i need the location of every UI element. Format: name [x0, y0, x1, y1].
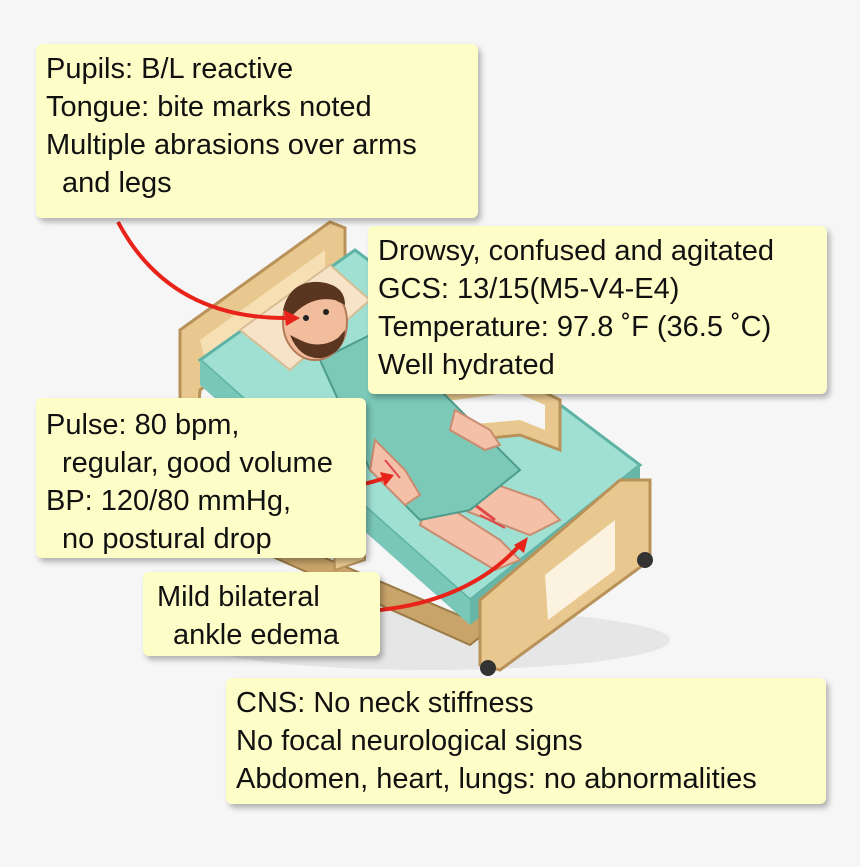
arrowhead-ankle — [514, 537, 528, 553]
mental-status-line: Drowsy, confused and agitated — [378, 235, 775, 267]
abrasions-line: Multiple abrasions over arms — [46, 129, 417, 161]
bp-line: BP: 120/80 mmHg, — [46, 485, 291, 517]
edema-line: Mild bilateral — [157, 581, 320, 613]
edema-line-cont: ankle edema — [173, 619, 340, 651]
systems-line: Abdomen, heart, lungs: no abnormalities — [236, 763, 757, 795]
cns-line: CNS: No neck stiffness — [236, 687, 534, 719]
abrasions-line-cont: and legs — [62, 167, 172, 199]
callout-ankle-edema: Mild bilateral ankle edema — [143, 572, 380, 656]
callout-cns: CNS: No neck stiffness No focal neurolog… — [226, 678, 826, 804]
callout-mental-status: Drowsy, confused and agitated GCS: 13/15… — [368, 226, 827, 394]
callout-pupils: Pupils: B/L reactive Tongue: bite marks … — [36, 44, 478, 218]
bp-line-cont: no postural drop — [62, 523, 272, 555]
hydration-line: Well hydrated — [378, 349, 555, 381]
temperature-line: Temperature: 97.8 ˚F (36.5 ˚C) — [378, 311, 772, 343]
pupils-line: Pupils: B/L reactive — [46, 53, 294, 85]
callout-vitals: Pulse: 80 bpm, regular, good volume BP: … — [36, 398, 366, 558]
tongue-line: Tongue: bite marks noted — [46, 91, 372, 123]
pulse-line: Pulse: 80 bpm, — [46, 409, 240, 441]
neuro-line: No focal neurological signs — [236, 725, 583, 757]
pulse-line-cont: regular, good volume — [62, 447, 333, 479]
gcs-line: GCS: 13/15(M5-V4-E4) — [378, 273, 680, 305]
arrowhead-pupils — [284, 310, 300, 326]
arrowhead-arm — [380, 472, 394, 486]
